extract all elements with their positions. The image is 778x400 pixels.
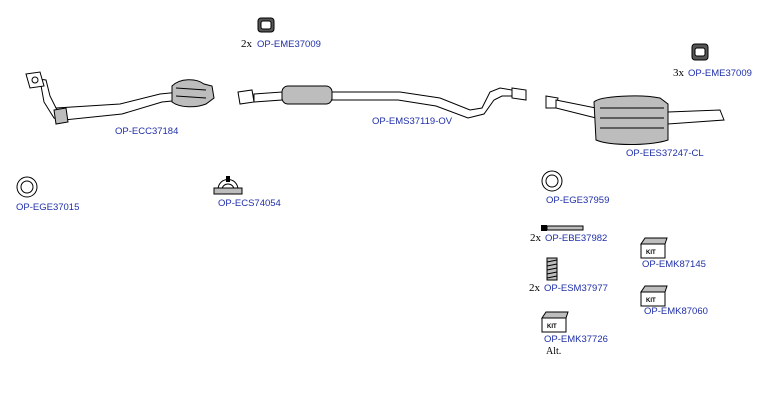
clamp-icon[interactable] <box>213 176 243 195</box>
kit-1-icon-text: KIT <box>547 324 557 330</box>
rubber-mount-top-qty: 2x <box>241 38 253 50</box>
front-pipe-catalyst-label[interactable]: OP-ECC37184 <box>115 126 178 137</box>
gasket-right-icon[interactable] <box>541 170 563 192</box>
rubber-mount-top-icon[interactable] <box>257 17 275 33</box>
kit-1-label[interactable]: OP-EMK37726 <box>544 334 608 345</box>
spring-label[interactable]: OP-ESM37977 <box>544 283 608 294</box>
kit-2-label[interactable]: OP-EMK87145 <box>642 259 706 270</box>
kit-box-icon[interactable]: KIT <box>541 311 569 333</box>
kit-1-note: Alt. <box>546 346 561 357</box>
rubber-mount-top-label[interactable]: OP-EME37009 <box>257 39 321 50</box>
kit-3-label[interactable]: OP-EMK87060 <box>644 306 708 317</box>
kit-box-icon[interactable]: KIT <box>640 237 668 259</box>
kit-2-icon-text: KIT <box>646 250 656 256</box>
middle-silencer-label[interactable]: OP-EMS37119-OV <box>372 116 453 127</box>
front-pipe-catalyst-icon[interactable] <box>25 71 215 125</box>
rear-silencer-label[interactable]: OP-EES37247-CL <box>626 148 704 159</box>
gasket-right-label[interactable]: OP-EGE37959 <box>546 195 609 206</box>
rear-silencer-icon[interactable] <box>545 95 725 145</box>
bolt-label[interactable]: OP-EBE37982 <box>545 233 607 244</box>
clamp-label[interactable]: OP-ECS74054 <box>218 198 281 209</box>
bolt-icon[interactable] <box>541 225 584 231</box>
spring-qty: 2x <box>529 282 541 294</box>
rubber-mount-right-label[interactable]: OP-EME37009 <box>688 68 752 79</box>
bolt-qty: 2x <box>530 232 542 244</box>
middle-silencer-icon[interactable] <box>237 85 527 119</box>
kit-3-icon-text: KIT <box>646 298 656 304</box>
rubber-mount-right-qty: 3x <box>673 67 685 79</box>
gasket-left-icon[interactable] <box>16 176 38 198</box>
spring-icon[interactable] <box>546 257 558 281</box>
rubber-mount-right-icon[interactable] <box>691 43 709 61</box>
kit-box-icon[interactable]: KIT <box>640 285 668 307</box>
gasket-left-label[interactable]: OP-EGE37015 <box>16 202 79 213</box>
